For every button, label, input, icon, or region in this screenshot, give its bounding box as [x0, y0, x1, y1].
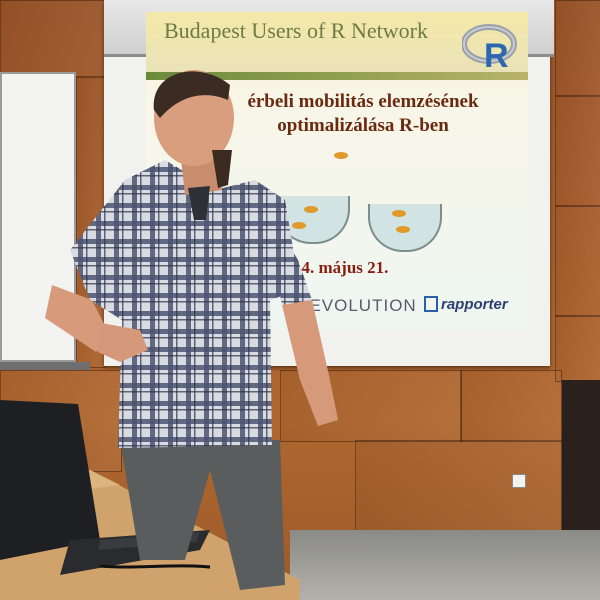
- slide-title-line1: érbeli mobilitás elemzésének: [247, 91, 479, 112]
- fish-icon: [392, 210, 406, 217]
- wall-panel: [555, 205, 600, 317]
- wall-panel: [355, 440, 562, 537]
- wall-panel: [555, 95, 600, 207]
- slide-title: érbeli mobilitás elemzésének optimalizál…: [208, 90, 518, 138]
- wall-panel: [0, 0, 106, 78]
- slide-header-stripe: [146, 72, 528, 80]
- slide-group-name: Budapest Users of R Network: [164, 18, 428, 43]
- floor: [290, 530, 600, 600]
- rapporter-logo-text: rapporter: [441, 296, 508, 313]
- wall-panel: [555, 0, 600, 97]
- fish-icon: [304, 206, 318, 213]
- rapporter-logo-icon: [424, 296, 438, 312]
- svg-text:R: R: [484, 37, 509, 72]
- fish-icon: [396, 226, 410, 233]
- fish-icon: [292, 222, 306, 229]
- dark-column: [562, 380, 600, 530]
- rapporter-logo: rapporter: [424, 296, 508, 313]
- r-logo-icon: R: [462, 24, 517, 72]
- revolution-logo-text: EVOLUTION: [309, 296, 417, 315]
- right-wall-panels: [555, 0, 600, 600]
- whiteboard-tray: [0, 362, 90, 370]
- slide-title-line2: optimalizálása R-ben: [277, 115, 449, 136]
- fish-icon: [334, 152, 348, 159]
- slide-date: 2014. május 21.: [276, 258, 389, 277]
- wall-panel: [460, 370, 562, 442]
- wall-socket: [512, 474, 526, 488]
